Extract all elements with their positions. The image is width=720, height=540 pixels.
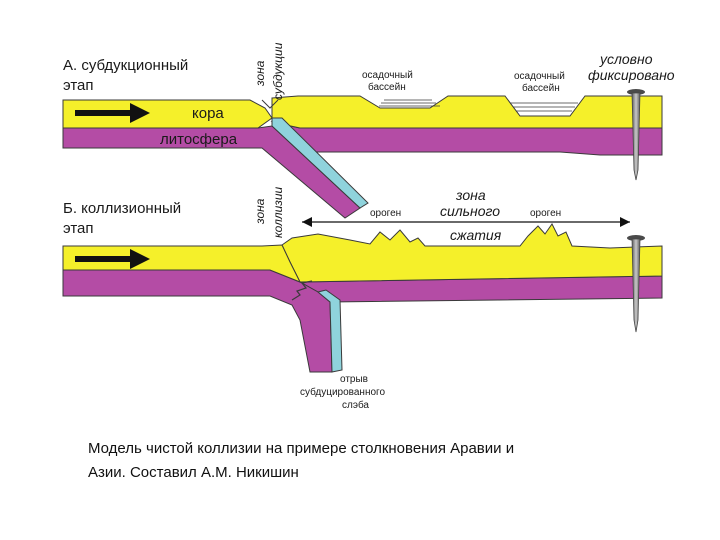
panel-a-slab-edge [271,117,369,209]
caption-line2: Азии. Составил А.М. Никишин [88,464,299,481]
panel-a-basin1-line2: бассейн [368,81,406,93]
panel-b-compression-line1: зона [455,187,486,203]
panel-b-title-line2: этап [63,220,94,237]
caption-line1: Модель чистой коллизии на примере столкн… [88,440,515,457]
panel-a-zone-label-line2: субдукции [271,42,285,100]
panel-a-fixed-line2: фиксировано [588,67,675,83]
panel-a-lithosphere-lower-plate [62,125,361,219]
panel-b-orogen2: ороген [530,208,561,219]
panel-b-orogen1: ороген [370,208,401,219]
panel-b-breakoff-zigzag [291,280,313,301]
panel-a-zone-label-line1: зона [253,60,267,87]
panel-b-zone-label-line2: коллизии [271,186,285,238]
panel-b-slab-edge [316,289,343,373]
panel-a-motion-arrow [75,103,150,123]
panel-b-lithosphere-lower-plate [62,269,333,373]
panel-a-fixed-nail-icon [627,89,645,181]
panel-b-breakoff-line1: отрыв [340,374,368,385]
panel-b-compression-line3: сжатия [450,227,502,243]
panel-a-trench [261,99,279,109]
panel-a-basin2-line1: осадочный [514,71,565,82]
panel-a-lithosphere-label: литосфера [160,131,238,148]
panel-a-crust-upper-plate [271,95,663,129]
panel-a-basin1-sediments [379,99,440,107]
panel-a-fixed-line1: условно [599,51,653,67]
panel-a-basin1-line1: осадочный [362,70,413,81]
panel-b-zone-label-line1: зона [253,198,267,225]
panel-a-basin2-line2: бассейн [522,82,560,94]
panel-a-title-line1: А. субдукционный [63,57,188,74]
panel-a-crust-label: кора [192,105,224,122]
panel-b-breakoff-line3: слэба [342,399,369,411]
panel-b: Б. коллизионный этап зона коллизии ороге… [62,186,663,411]
panel-b-fixed-nail-icon [627,235,645,333]
panel-b-title-line1: Б. коллизионный [63,200,181,217]
panel-a-title-line2: этап [63,77,94,94]
panel-b-compression-arrow [302,217,630,227]
panel-a-basin2-sediments [510,102,578,112]
panel-b-motion-arrow [75,249,150,269]
figure-caption: Модель чистой коллизии на примере столкн… [88,437,668,485]
panel-b-compression-line2: сильного [440,203,500,219]
panel-b-crust-upper-plate [281,223,663,283]
panel-a: А. субдукционный этап кора литосфера зон… [62,42,675,219]
panel-b-crust-lower-plate [62,244,302,283]
panel-b-breakoff-line2: субдуцированного [300,386,385,398]
